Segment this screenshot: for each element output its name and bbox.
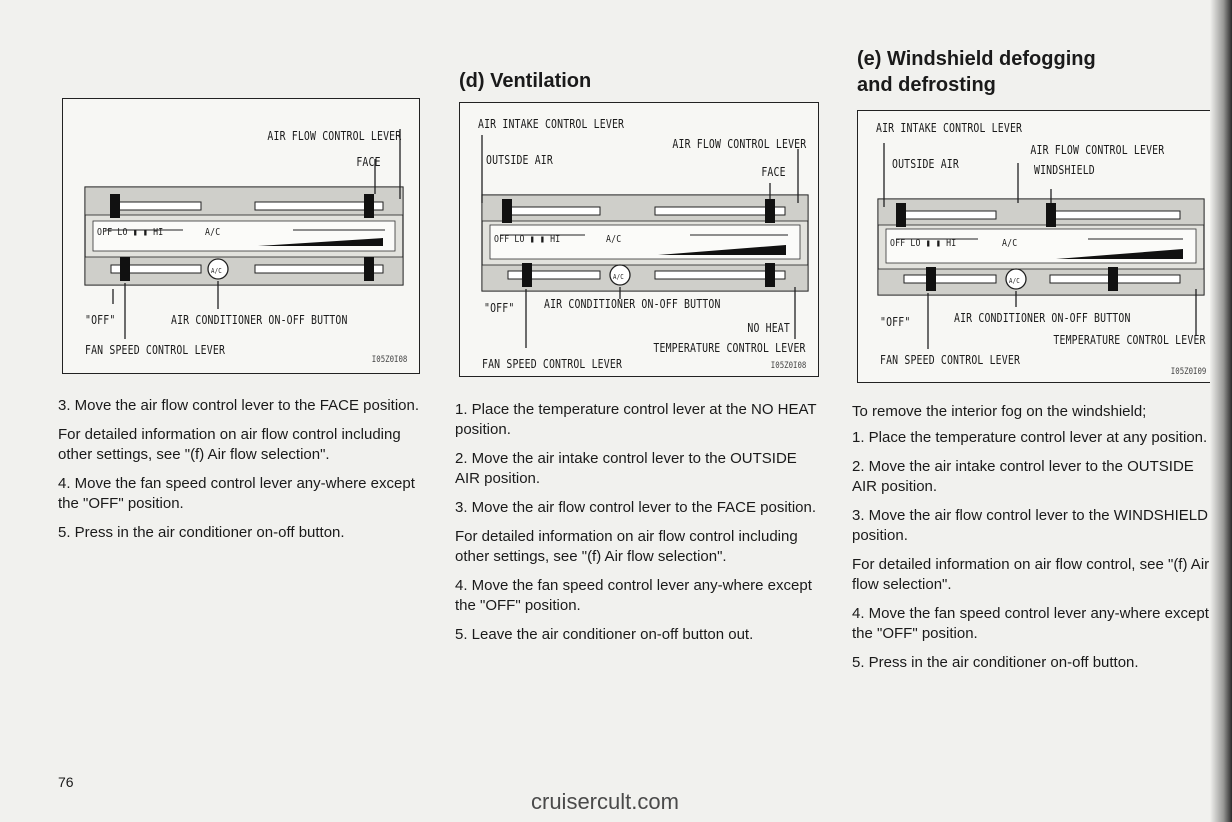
- paragraph: 3. Move the air flow control lever to th…: [852, 507, 1208, 544]
- windshield-defog-diagram: AIR INTAKE CONTROL LEVER AIR FLOW CONTRO…: [857, 110, 1217, 383]
- ac-knob-label: A/C: [211, 267, 222, 275]
- face-position-diagram: AIR FLOW CONTROL LEVER FACE OFF LO ▮ ▮ H…: [62, 98, 420, 374]
- right-text-column: To remove the interior fog on the windsh…: [852, 402, 1214, 682]
- air-intake-lever-label: AIR INTAKE CONTROL LEVER: [876, 121, 1023, 135]
- paragraph: For detailed information on air flow con…: [58, 426, 401, 463]
- paragraph: To remove the interior fog on the windsh…: [852, 403, 1147, 420]
- ac-button-label: AIR CONDITIONER ON-OFF BUTTON: [544, 297, 721, 311]
- ac-button-label: AIR CONDITIONER ON-OFF BUTTON: [171, 313, 348, 327]
- air-flow-lever-label: AIR FLOW CONTROL LEVER: [672, 137, 806, 151]
- air-flow-lever-label: AIR FLOW CONTROL LEVER: [1030, 143, 1164, 157]
- fan-speed-lever-label: FAN SPEED CONTROL LEVER: [880, 353, 1021, 367]
- paragraph: 4. Move the fan speed control lever any-…: [852, 605, 1209, 642]
- paragraph: 1. Place the temperature control lever a…: [852, 429, 1208, 446]
- paragraph: 5. Press in the air conditioner on-off b…: [852, 654, 1139, 671]
- page-number: 76: [58, 774, 74, 790]
- paragraph: For detailed information on air flow con…: [455, 528, 798, 565]
- control-panel-drawing: [877, 143, 1205, 349]
- defrost-heading-line1: (e) Windshield defogging: [857, 48, 1096, 70]
- figure-code: I05Z0I09: [1170, 367, 1206, 377]
- windshield-label: WINDSHIELD: [1034, 163, 1095, 177]
- face-label: FACE: [761, 165, 786, 179]
- fan-scale-text: OFF LO ▮ ▮ HI: [494, 234, 561, 245]
- face-label: FACE: [356, 155, 381, 169]
- off-label: "OFF": [484, 301, 515, 315]
- control-panel-drawing: [84, 129, 404, 339]
- left-text-column: 3. Move the air flow control lever to th…: [58, 396, 420, 552]
- paragraph: 4. Move the fan speed control lever any-…: [58, 475, 415, 512]
- fan-speed-lever-label: FAN SPEED CONTROL LEVER: [85, 343, 226, 357]
- fan-speed-lever-label: FAN SPEED CONTROL LEVER: [482, 357, 623, 371]
- no-heat-label: NO HEAT: [747, 321, 790, 335]
- paragraph: 2. Move the air intake control lever to …: [852, 458, 1194, 495]
- temperature-lever-label: TEMPERATURE CONTROL LEVER: [653, 341, 806, 355]
- ac-small-label: A/C: [1002, 238, 1018, 249]
- paragraph: 3. Move the air flow control lever to th…: [58, 397, 420, 414]
- ac-small-label: A/C: [606, 234, 622, 245]
- figure-code: I05Z0I08: [770, 361, 806, 371]
- ac-knob-label: A/C: [613, 273, 624, 281]
- ventilation-heading: (d) Ventilation: [459, 70, 592, 92]
- fan-scale-text: OFF LO ▮ ▮ HI: [97, 227, 164, 238]
- paragraph: 2. Move the air intake control lever to …: [455, 450, 797, 487]
- paragraph: 5. Leave the air conditioner on-off butt…: [455, 626, 754, 643]
- paragraph: 4. Move the fan speed control lever any-…: [455, 577, 812, 614]
- paragraph: 3. Move the air flow control lever to th…: [455, 499, 817, 516]
- ventilation-diagram: AIR INTAKE CONTROL LEVER AIR FLOW CONTRO…: [459, 102, 819, 377]
- watermark: cruisercult.com: [531, 789, 679, 814]
- middle-text-column: 1. Place the temperature control lever a…: [455, 400, 817, 654]
- outside-air-label: OUTSIDE AIR: [486, 153, 553, 167]
- outside-air-label: OUTSIDE AIR: [892, 157, 959, 171]
- defrost-heading-line2: and defrosting: [857, 74, 996, 96]
- paragraph: 1. Place the temperature control lever a…: [455, 401, 817, 438]
- ac-small-label: A/C: [205, 227, 221, 238]
- page-binding-edge: [1210, 0, 1232, 822]
- off-label: "OFF": [880, 315, 911, 329]
- off-label: "OFF": [85, 313, 116, 327]
- ac-button-label: AIR CONDITIONER ON-OFF BUTTON: [954, 311, 1131, 325]
- ac-knob-label: A/C: [1009, 277, 1020, 285]
- fan-scale-text: OFF LO ▮ ▮ HI: [890, 238, 957, 249]
- air-intake-lever-label: AIR INTAKE CONTROL LEVER: [478, 117, 625, 131]
- control-panel-drawing: [481, 135, 809, 348]
- paragraph: For detailed information on air flow con…: [852, 556, 1210, 593]
- air-flow-lever-label: AIR FLOW CONTROL LEVER: [267, 129, 401, 143]
- temperature-lever-label: TEMPERATURE CONTROL LEVER: [1053, 333, 1206, 347]
- figure-code: I05Z0I08: [371, 355, 407, 365]
- paragraph: 5. Press in the air conditioner on-off b…: [58, 524, 345, 541]
